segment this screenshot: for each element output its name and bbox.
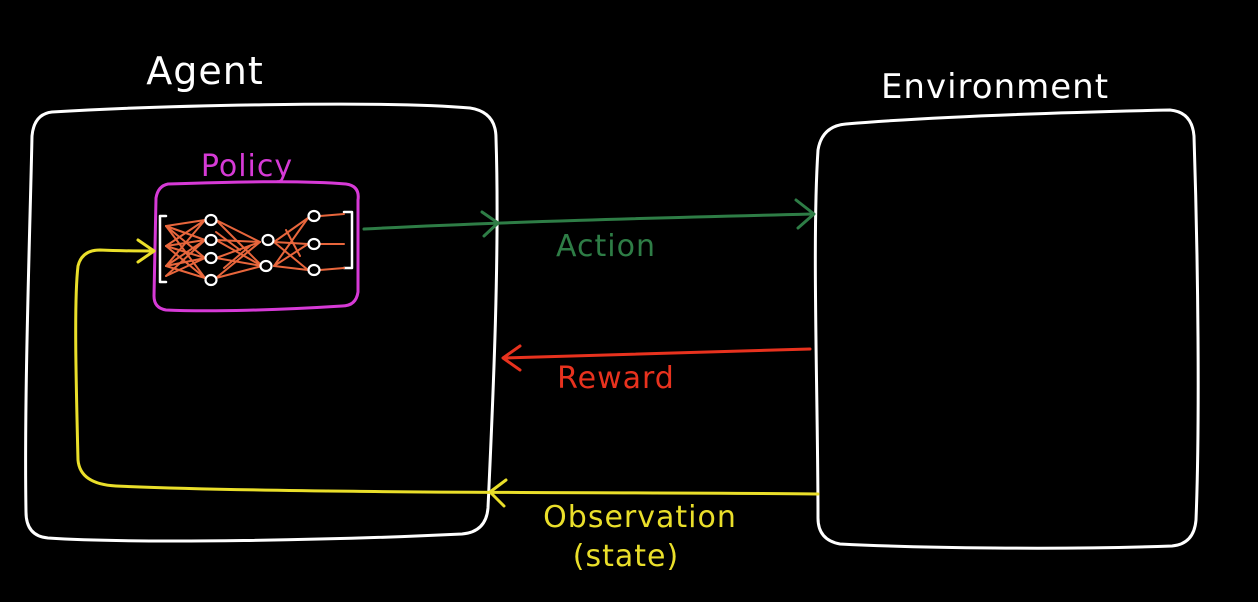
node	[204, 233, 218, 247]
observation-arrow	[74, 238, 820, 508]
observation-label: Observation	[543, 500, 737, 535]
reward-arrow	[501, 344, 812, 372]
node	[204, 251, 218, 265]
agent-label: Agent	[146, 49, 263, 93]
observation-arrowhead-end	[136, 238, 156, 264]
node	[261, 233, 275, 247]
reward-label: Reward	[557, 361, 675, 396]
output-bracket	[342, 210, 354, 270]
input-bracket	[158, 214, 168, 284]
node	[307, 237, 321, 251]
agent-box	[24, 102, 499, 543]
environment-label: Environment	[881, 67, 1109, 107]
node	[204, 213, 218, 227]
action-arrowhead-end	[794, 198, 816, 230]
layer3-connections	[273, 217, 309, 271]
action-arrow	[362, 198, 816, 238]
layer1-connections	[165, 219, 206, 279]
network-nodes	[204, 209, 321, 287]
node	[259, 259, 273, 273]
node	[307, 263, 321, 277]
reward-arrowhead	[501, 344, 522, 372]
layer2-connections	[215, 219, 263, 279]
observation-sublabel: (state)	[573, 539, 679, 574]
observation-arrowhead-mid	[488, 478, 508, 508]
action-label: Action	[556, 229, 656, 264]
node	[307, 209, 321, 223]
environment-box	[813, 108, 1200, 550]
policy-box	[152, 180, 360, 313]
output-connections	[319, 213, 345, 271]
policy-label: Policy	[201, 149, 293, 184]
neural-network	[158, 209, 354, 287]
action-arrowhead-mid	[480, 210, 500, 238]
node	[204, 273, 218, 287]
